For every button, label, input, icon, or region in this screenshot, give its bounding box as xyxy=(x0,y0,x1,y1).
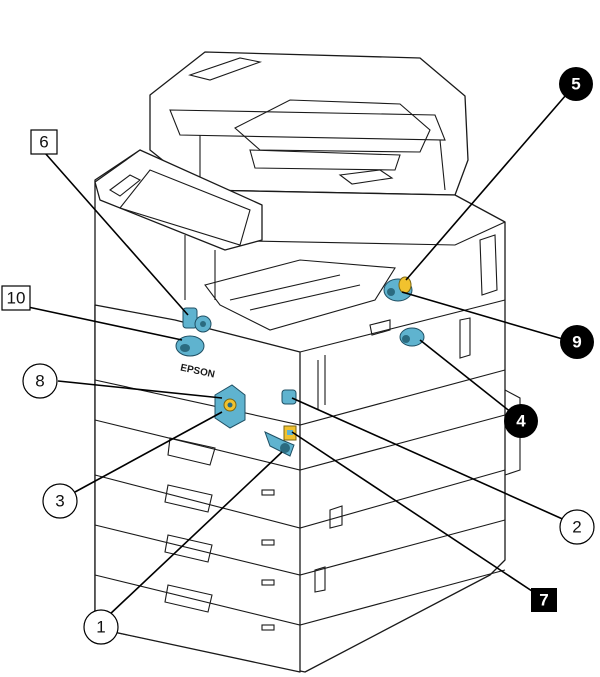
leader-4 xyxy=(419,339,513,414)
callouts: 1 2 3 4 5 6 7 xyxy=(1,67,595,645)
callout-9: 9 xyxy=(560,325,594,359)
callout-4-label: 4 xyxy=(516,412,526,431)
callout-5: 5 xyxy=(559,67,593,101)
leader-3 xyxy=(74,411,223,493)
callout-1: 1 xyxy=(83,609,119,645)
callout-2: 2 xyxy=(559,509,595,545)
part-2 xyxy=(281,389,297,405)
callout-7: 7 xyxy=(531,588,557,612)
part-6 xyxy=(182,307,212,333)
callout-4: 4 xyxy=(504,404,538,438)
callout-9-label: 9 xyxy=(572,333,581,352)
part-10 xyxy=(175,335,205,357)
part-8-3 xyxy=(214,384,246,429)
leader-6 xyxy=(44,152,189,316)
leader-5 xyxy=(405,94,567,281)
leader-lines xyxy=(27,94,568,617)
callout-8: 8 xyxy=(22,363,58,399)
callout-3: 3 xyxy=(42,483,78,519)
leader-1 xyxy=(107,451,283,617)
leader-8 xyxy=(57,380,223,399)
callout-10-label: 10 xyxy=(7,289,26,308)
part-5-9 xyxy=(383,276,413,302)
leader-9 xyxy=(401,291,567,341)
callout-3-label: 3 xyxy=(55,492,64,511)
part-4 xyxy=(399,327,425,347)
callout-5-label: 5 xyxy=(571,75,580,94)
part-1 xyxy=(264,431,295,457)
leader-7 xyxy=(291,431,542,598)
callout-2-label: 2 xyxy=(572,518,581,537)
callout-7-label: 7 xyxy=(539,591,548,610)
replaceable-parts xyxy=(175,276,425,457)
callout-6: 6 xyxy=(30,129,58,155)
printer-illustration: EPSON xyxy=(94,51,521,673)
part-7 xyxy=(283,425,297,441)
callout-10: 10 xyxy=(1,285,31,311)
leader-2 xyxy=(291,397,568,522)
callout-1-label: 1 xyxy=(96,618,105,637)
callout-6-label: 6 xyxy=(39,133,48,152)
leader-10 xyxy=(27,306,183,341)
callout-8-label: 8 xyxy=(35,372,44,391)
